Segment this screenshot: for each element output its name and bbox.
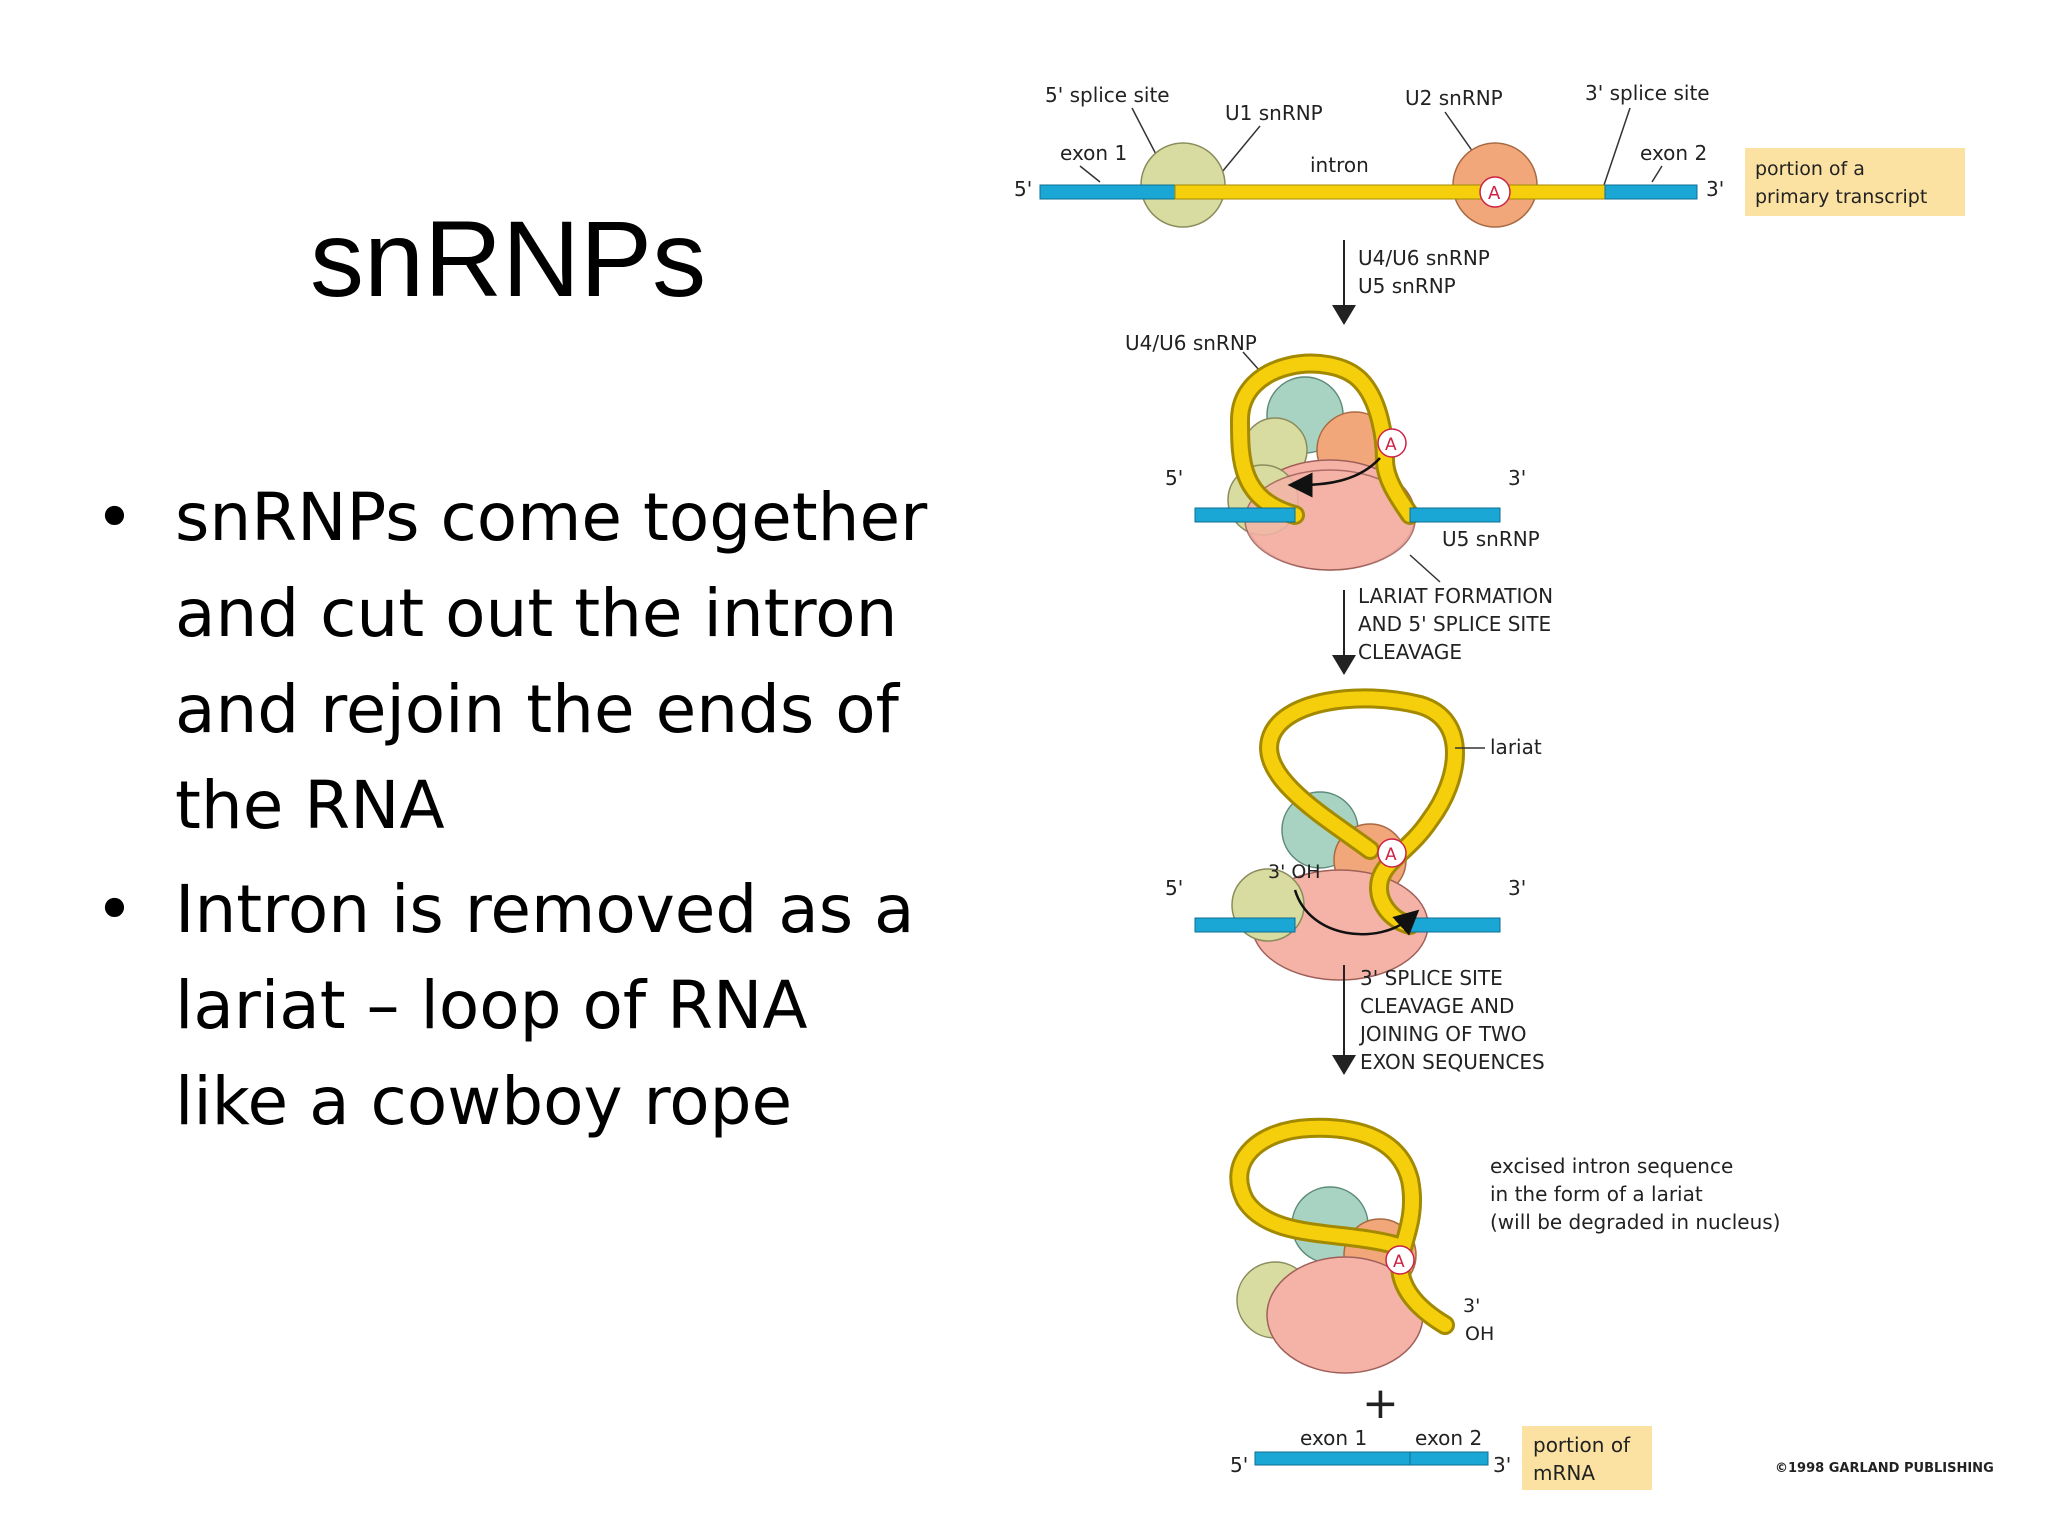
bullet-list: • snRNPs come together and cut out the i… [95, 470, 935, 1158]
label-5-end: 5' [1014, 177, 1032, 201]
mrna-3-end: 3' [1493, 1453, 1511, 1477]
stage-3-5-end: 5' [1165, 876, 1183, 900]
step-2-line-2: AND 5' SPLICE SITE [1358, 612, 1551, 636]
branch-point-a: A [1488, 183, 1501, 204]
stage-2-3-end: 3' [1508, 466, 1526, 490]
mrna-exon-1-label: exon 1 [1300, 1426, 1367, 1450]
label-3-splice-site: 3' splice site [1585, 81, 1710, 105]
step-2-line-3: CLEAVAGE [1358, 640, 1462, 664]
step-3-line-4: EXON SEQUENCES [1360, 1050, 1545, 1074]
step-3-line-1: 3' SPLICE SITE [1360, 966, 1503, 990]
label-lariat: lariat [1490, 735, 1542, 759]
label-intron: intron [1310, 153, 1369, 177]
step-arrow-1: U4/U6 snRNP U5 snRNP [1332, 240, 1490, 325]
exon-2-bar [1604, 184, 1698, 200]
mrna-exon-1-bar [1254, 1451, 1411, 1466]
bullet-text: Intron is removed as a lariat – loop of … [175, 871, 915, 1140]
step-1-line-1: U4/U6 snRNP [1358, 246, 1490, 270]
intron-bar [1174, 184, 1606, 200]
label-exon-2: exon 2 [1640, 141, 1707, 165]
label-5-splice-site: 5' splice site [1045, 83, 1170, 107]
excised-note-line-2: in the form of a lariat [1490, 1182, 1703, 1206]
mrna-exon-2-label: exon 2 [1415, 1426, 1482, 1450]
stage-lariat-formation: 5' 3' A 3' OH lariat [1165, 688, 1542, 981]
branch-point-circle [1479, 176, 1511, 208]
label-u2-snrnp: U2 snRNP [1405, 86, 1503, 110]
bullet-marker: • [95, 479, 134, 556]
step-1-line-2: U5 snRNP [1358, 274, 1456, 298]
step-arrow-2: LARIAT FORMATION AND 5' SPLICE SITE CLEA… [1332, 584, 1553, 675]
label-u4u6-snrnp: U4/U6 snRNP [1125, 331, 1257, 355]
primary-transcript-note-line-2: primary transcript [1755, 186, 1927, 208]
bullet-text: snRNPs come together and cut out the int… [175, 479, 928, 844]
mrna-note-line-1: portion of [1533, 1433, 1631, 1457]
step-3-line-2: CLEAVAGE AND [1360, 994, 1514, 1018]
label-u1-snrnp: U1 snRNP [1225, 101, 1323, 125]
exon-1-bar [1039, 184, 1176, 200]
stage-2-branch-a: A [1385, 435, 1397, 455]
primary-transcript-note-box [1745, 148, 1965, 216]
mrna-note-box [1522, 1426, 1652, 1490]
label-exon-1: exon 1 [1060, 141, 1127, 165]
splicing-diagram: 5' splice site U1 snRNP U2 snRNP 3' spli… [1014, 81, 1994, 1490]
stage-2-5-end: 5' [1165, 466, 1183, 490]
step-3-line-3: JOINING OF TWO [1358, 1022, 1527, 1046]
bullet-item: • Intron is removed as a lariat – loop o… [95, 862, 935, 1150]
stage-mrna: exon 1 exon 2 5' 3' portion of mRNA [1230, 1426, 1652, 1490]
plus-sign: + [1362, 1378, 1399, 1429]
mrna-5-end: 5' [1230, 1453, 1248, 1477]
step-2-line-1: LARIAT FORMATION [1358, 584, 1553, 608]
excised-note-line-3: (will be degraded in nucleus) [1490, 1210, 1780, 1234]
label-3-end: 3' [1706, 177, 1724, 201]
bullet-marker: • [95, 871, 134, 948]
copyright-label: ©1998 GARLAND PUBLISHING [1775, 1461, 1994, 1476]
stage-4-oh-label: OH [1465, 1323, 1494, 1345]
stage-4-branch-a: A [1393, 1252, 1405, 1272]
stage-excised-lariat: A 3' OH excised intron sequence in the f… [1229, 1117, 1780, 1374]
mrna-exon-2-bar [1409, 1451, 1489, 1466]
slide-title: snRNPs [310, 198, 707, 319]
mrna-note-line-2: mRNA [1533, 1461, 1595, 1485]
stage-3-3-end: 3' [1508, 876, 1526, 900]
stage-primary-transcript: 5' splice site U1 snRNP U2 snRNP 3' spli… [1014, 81, 1965, 228]
primary-transcript-note-line-1: portion of a [1755, 158, 1865, 180]
stage-3-branch-a: A [1385, 845, 1397, 865]
excised-note-line-1: excised intron sequence [1490, 1154, 1733, 1178]
stage-spliceosome: U4/U6 snRNP 5' 3' A U5 snRNP [1125, 331, 1540, 583]
label-3-oh: 3' OH [1268, 861, 1321, 883]
stage-4-3-label: 3' [1463, 1295, 1480, 1317]
bullet-item: • snRNPs come together and cut out the i… [95, 470, 935, 854]
step-arrow-3: 3' SPLICE SITE CLEAVAGE AND JOINING OF T… [1332, 965, 1545, 1075]
label-u5-snrnp: U5 snRNP [1442, 527, 1540, 551]
